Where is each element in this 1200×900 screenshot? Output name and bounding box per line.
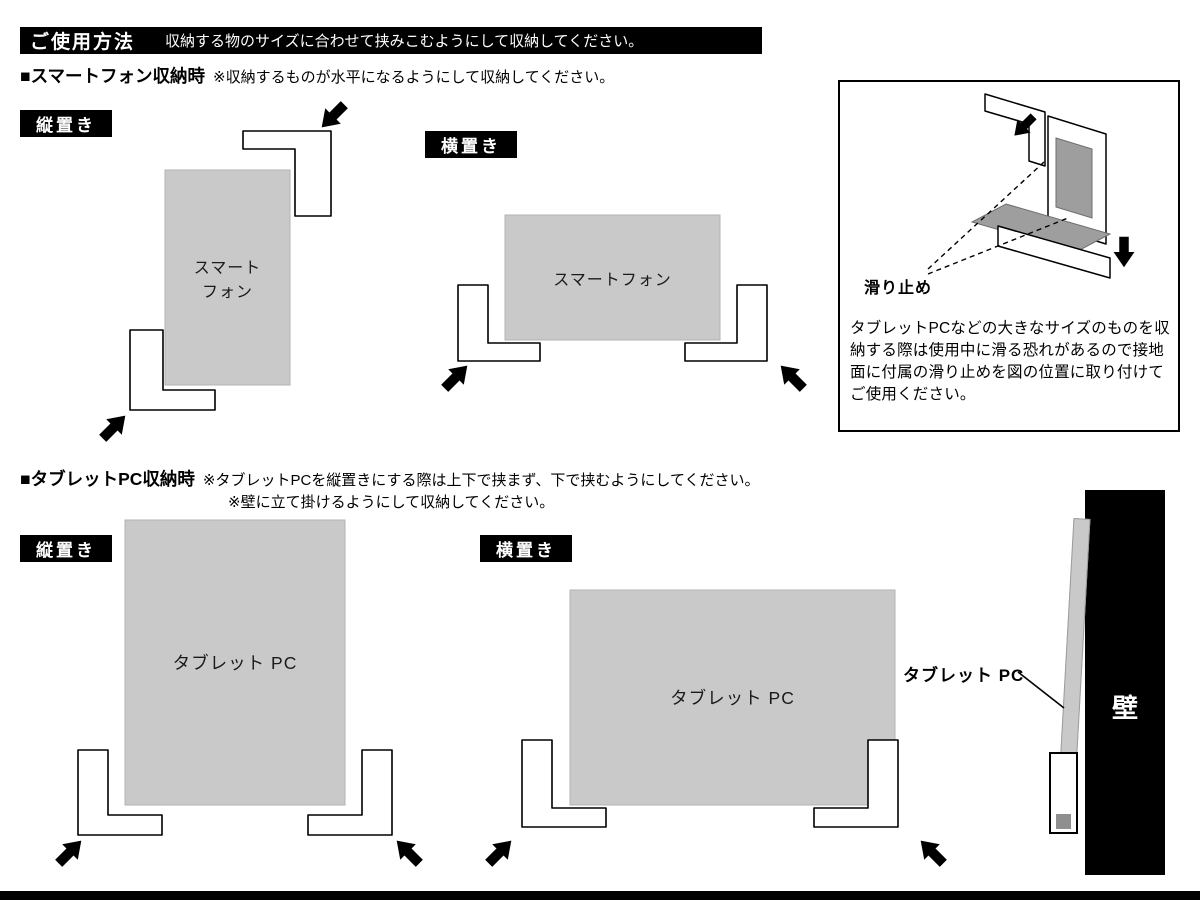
anti-slip-text: タブレットPCなどの大きなサイズのものを収納する際は使用中に滑る恐れがあるので接… <box>850 320 1170 403</box>
tablet-horizontal-diagram <box>485 589 947 867</box>
usage-title: ご使用方法 <box>30 32 136 53</box>
smartphone-horizontal-diagram <box>441 214 807 392</box>
direction-arrow-icon <box>485 840 512 867</box>
holder-clip-shape <box>813 739 899 828</box>
tablet-heading-text: ■タブレットPC収納時 <box>20 469 195 489</box>
wall-tablet-pointer-line <box>1017 671 1065 709</box>
usage-instruction: 収納する物のサイズに合わせて挟みこむようにして収納してください。 <box>165 33 644 50</box>
holder-clip-shape <box>457 284 541 362</box>
smartphone-heading-note: ※収納するものが水平になるようにして収納してください。 <box>213 69 615 86</box>
anti-slip-illustration <box>927 93 1135 279</box>
smartphone-vertical-device-label: スマート フォン <box>193 259 262 301</box>
tablet-heading-note2: ※壁に立て掛けるようにして収納してください。 <box>228 494 555 511</box>
holder-clip-shape <box>521 739 607 828</box>
direction-arrow-icon <box>441 365 468 392</box>
direction-arrow-icon <box>396 840 423 867</box>
smartphone-horizontal-device-label: スマートフォン <box>553 271 672 289</box>
smartphone-section-heading: ■スマートフォン収納時 ※収納するものが水平になるようにして収納してください。 <box>20 63 614 88</box>
tablet-vertical-device-label: タブレット PC <box>172 653 298 673</box>
tablet-vertical-diagram <box>55 519 423 867</box>
anti-slip-note-box: 滑り止め タブレットPCなどの大きなサイズのものを収納する際は使用中に滑る恐れが… <box>838 80 1180 432</box>
hook-shape <box>984 93 1046 167</box>
tablet-horizontal-tag: 横置き <box>480 535 572 562</box>
anti-slip-label: 滑り止め <box>864 280 933 297</box>
direction-arrow-icon <box>321 101 348 128</box>
smartphone-horizontal-tag: 横置き <box>425 131 517 158</box>
direction-arrow-icon <box>1113 236 1135 268</box>
wall-clip-pad-shape <box>1056 814 1071 829</box>
smartphone-heading-text: ■スマートフォン収納時 <box>20 66 206 86</box>
direction-arrow-icon <box>1014 113 1037 136</box>
holder-clip-shape <box>129 329 216 411</box>
bottom-divider-bar <box>0 891 1200 900</box>
smartphone-shape <box>504 214 721 341</box>
wall-shape: 壁 <box>1085 490 1165 875</box>
wall-tablet-label: タブレット PC <box>903 666 1025 685</box>
holder-clip-shape <box>242 130 332 217</box>
tablet-horizontal-device-label: タブレット PC <box>670 688 795 708</box>
anti-slip-pad-vertical-shape <box>1055 137 1093 219</box>
tablet-heading-note1: ※タブレットPCを縦置きにする際は上下で挟まず、下で挟むようにしてください。 <box>202 472 760 489</box>
smartphone-shape <box>164 169 291 386</box>
usage-header-bar: ご使用方法 収納する物のサイズに合わせて挟みこむようにして収納してください。 <box>20 27 762 54</box>
direction-arrow-icon <box>780 365 807 392</box>
bracket-tray-shape <box>997 225 1111 279</box>
direction-arrow-icon <box>920 840 947 867</box>
holder-clip-shape <box>77 749 163 836</box>
dashed-pointer-line <box>927 217 1069 275</box>
tablet-vertical-tag: 縦置き <box>20 535 112 562</box>
holder-clip-shape <box>684 284 768 362</box>
tablet-shape <box>124 519 346 806</box>
direction-arrow-icon <box>55 840 82 867</box>
direction-arrow-icon <box>99 415 126 442</box>
holder-clip-shape <box>307 749 393 836</box>
smartphone-vertical-tag: 縦置き <box>20 110 112 137</box>
smartphone-vertical-diagram <box>99 101 348 442</box>
tablet-section-heading: ■タブレットPC収納時 ※タブレットPCを縦置きにする際は上下で挟まず、下で挟む… <box>20 466 760 491</box>
tablet-shape <box>569 589 896 806</box>
wall-label: 壁 <box>1111 693 1138 723</box>
